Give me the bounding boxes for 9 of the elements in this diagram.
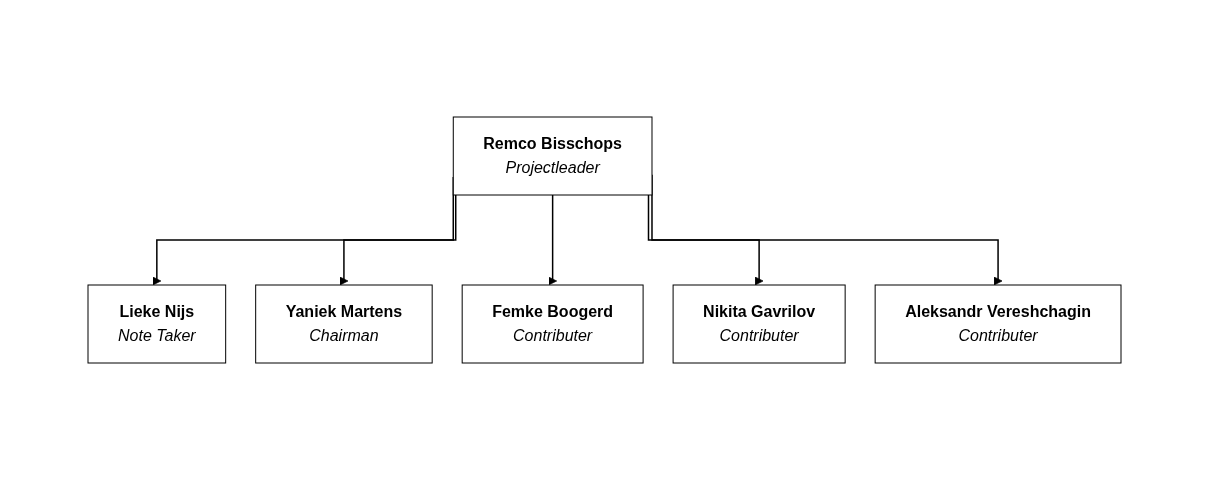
node-box: Remco Bisschops Projectleader [452, 116, 652, 195]
arrow [547, 193, 557, 285]
arrow [647, 193, 763, 285]
node-box: Yaniek Martens Chairman [254, 284, 433, 363]
node-box: Nikita Gavrilov Contributer [672, 284, 846, 363]
arrow [339, 193, 456, 285]
node-box: Aleksandr Vereshchagin Contributer [874, 284, 1121, 363]
node-box: Lieke Nijs Note Taker [87, 284, 226, 363]
node-box: Femke Boogerd Contributer [461, 284, 644, 363]
